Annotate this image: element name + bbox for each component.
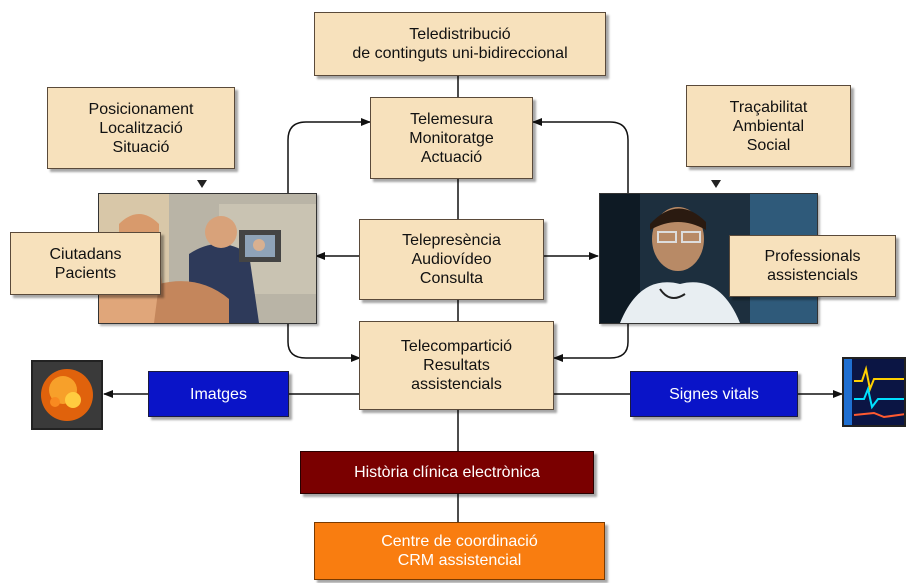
imatges-label: Imatges (190, 385, 247, 403)
professionals-label: Professionals assistencials (764, 248, 861, 284)
box-centre-coordinacio: Centre de coordinació CRM assistencial (314, 522, 605, 580)
telemesura-label: Telemesura Monitoratge Actuació (409, 110, 494, 166)
box-imatges: Imatges (148, 371, 289, 417)
box-posicionament: Posicionament Localització Situació (47, 87, 235, 169)
centre-coordinacio-label: Centre de coordinació CRM assistencial (381, 533, 538, 569)
box-signes-vitals: Signes vitals (630, 371, 798, 417)
vital-signs-image (844, 359, 904, 425)
posicionament-label: Posicionament Localització Situació (88, 100, 194, 156)
arrow-right-to-telemesura (532, 118, 629, 193)
arrow-right-to-telecomparticio (553, 322, 629, 362)
arrow-left-to-telemesura (287, 118, 371, 193)
box-ciutadans: Ciutadans Pacients (10, 232, 161, 295)
historia-clinica-label: Història clínica electrònica (354, 464, 540, 481)
signes-vitals-label: Signes vitals (669, 385, 759, 403)
triangle-tracabilitat-icon (711, 180, 721, 188)
tracabilitat-label: Traçabilitat Ambiental Social (729, 98, 808, 154)
box-teledistribucio: Teledistribució de continguts uni-bidire… (314, 12, 606, 76)
medical-scan-icon (31, 360, 103, 430)
triangle-posicionament-icon (197, 180, 207, 188)
arrow-left-to-telecomparticio (287, 322, 361, 362)
box-historia-clinica: Història clínica electrònica (300, 451, 594, 494)
telecomparticio-label: Telecompartició Resultats assistencials (400, 338, 513, 393)
box-professionals: Professionals assistencials (729, 235, 896, 297)
box-telepresencia: Telepresència Audiovídeo Consulta (359, 219, 544, 300)
teledistribucio-label: Teledistribució de continguts uni-bidire… (352, 26, 568, 62)
box-telecomparticio: Telecompartició Resultats assistencials (359, 321, 554, 410)
vital-signs-monitor-icon (842, 357, 906, 427)
ciutadans-label: Ciutadans Pacients (49, 245, 122, 282)
telepresencia-label: Telepresència Audiovídeo Consulta (402, 232, 501, 287)
box-tracabilitat: Traçabilitat Ambiental Social (686, 85, 851, 167)
box-telemesura: Telemesura Monitoratge Actuació (370, 97, 533, 179)
medical-scan-image (33, 362, 101, 428)
